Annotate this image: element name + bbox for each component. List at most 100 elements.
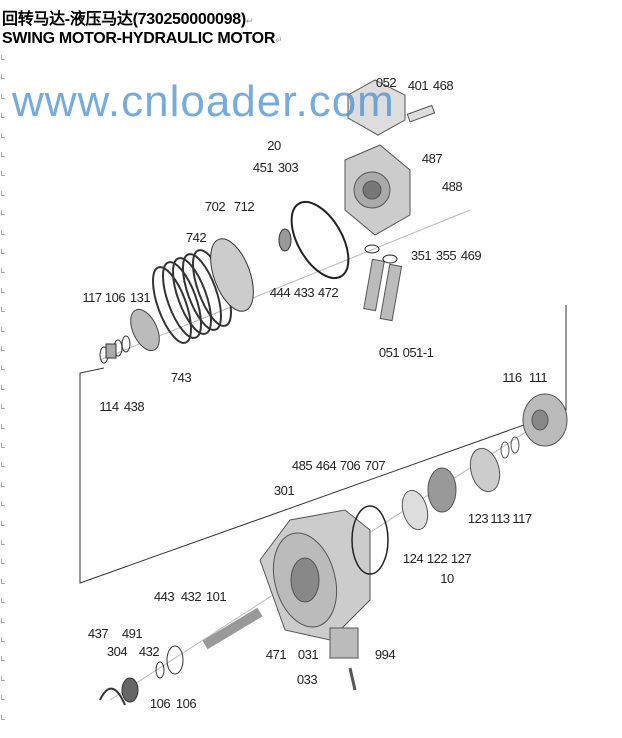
watermark: www.cnloader.com — [12, 77, 395, 126]
paragraph-mark — [1, 656, 5, 662]
paragraph-mark: ↵ — [245, 16, 254, 26]
paragraph-mark — [1, 249, 5, 254]
relief-valves-051 — [363, 244, 403, 322]
small-rings — [99, 335, 131, 364]
part-label: 124 — [402, 551, 424, 566]
paragraph-mark — [1, 462, 5, 468]
part-label: 444 — [269, 285, 291, 300]
paragraph-mark — [1, 675, 5, 681]
valve-block-052 — [347, 79, 436, 136]
part-label: 351 — [410, 248, 432, 263]
part-label: 106 — [104, 290, 126, 305]
bearing-444 — [278, 228, 292, 252]
paragraph-mark — [1, 287, 5, 293]
part-label: 433 — [293, 285, 315, 300]
part-label: 116 — [502, 370, 522, 385]
plate-131 — [130, 308, 160, 352]
part-label: 438 — [123, 399, 145, 414]
part-label: 114 — [99, 399, 119, 414]
part-label: 131 — [129, 290, 151, 305]
part-label: 111 — [528, 370, 548, 385]
part-label: 469 — [460, 248, 482, 263]
part-label: 303 — [277, 160, 299, 175]
paragraph-mark — [1, 404, 5, 410]
paragraph-mark — [1, 326, 5, 332]
retainer-parts — [401, 436, 520, 531]
part-label: 451 — [252, 160, 274, 175]
paragraph-mark — [1, 93, 5, 99]
part-label: 033 — [296, 672, 318, 687]
part-label: 106 — [149, 696, 171, 711]
o-ring-472 — [290, 201, 350, 279]
part-label: 707 — [364, 458, 386, 473]
title-chinese: 回转马达-液压马达(730250000098)↵ — [2, 11, 254, 28]
part-label: 401 — [407, 78, 429, 93]
part-label: 468 — [432, 78, 454, 93]
paragraph-mark — [1, 229, 5, 235]
paragraph-mark: ↵ — [275, 35, 283, 45]
part-label: 472 — [317, 285, 339, 300]
part-label: 117 — [512, 511, 532, 526]
paragraph-mark — [1, 501, 5, 507]
paragraph-mark — [1, 384, 5, 390]
paragraph-mark — [1, 443, 5, 448]
group-frame-line — [79, 305, 567, 584]
paragraph-mark — [1, 423, 5, 429]
paragraph-mark — [1, 346, 5, 351]
paragraph-mark — [1, 559, 5, 565]
paragraph-mark — [1, 152, 5, 157]
paragraph-mark — [1, 617, 5, 623]
paragraph-mark — [1, 268, 5, 274]
part-label: 051-1 — [402, 345, 434, 360]
paragraph-mark — [1, 578, 5, 584]
part-label: 031 — [297, 647, 319, 662]
part-label: 355 — [435, 248, 457, 263]
part-label: 994 — [374, 647, 396, 662]
housing-301 — [259, 505, 389, 641]
title-english: SWING MOTOR-HYDRAULIC MOTOR↵ — [2, 30, 283, 47]
part-label: 113 — [490, 511, 510, 526]
part-label: 20 — [267, 138, 281, 153]
shaft-rings — [99, 645, 184, 706]
part-label: 432 — [180, 589, 202, 604]
part-label: 304 — [106, 644, 128, 659]
part-label: 123 — [467, 511, 489, 526]
paragraph-mark — [1, 74, 5, 80]
part-label: 491 — [121, 626, 143, 641]
paragraph-mark — [1, 307, 5, 313]
paragraph-mark — [1, 132, 5, 138]
part-label: 488 — [441, 179, 463, 194]
part-label: 702 — [204, 199, 226, 214]
paragraph-mark — [1, 598, 5, 604]
bolt-033 — [348, 667, 357, 691]
part-label: 052 — [375, 75, 397, 90]
cover-303 — [344, 144, 411, 236]
part-label: 464 — [315, 458, 337, 473]
paragraph-mark — [1, 171, 5, 177]
paragraph-mark — [1, 113, 5, 119]
cylinder-block-111 — [522, 393, 568, 447]
part-label: 487 — [421, 151, 443, 166]
paragraph-mark — [1, 55, 5, 60]
paragraph-mark — [1, 210, 5, 216]
paragraph-mark — [1, 637, 5, 642]
part-label: 127 — [450, 551, 472, 566]
part-label: 106 — [175, 696, 197, 711]
shaft-101 — [202, 607, 263, 650]
part-label: 122 — [426, 551, 448, 566]
part-label: 051 — [378, 345, 400, 360]
friction-plates — [152, 238, 254, 344]
paragraph-mark — [1, 365, 5, 371]
paragraph-mark — [1, 481, 5, 487]
part-label: 443 — [153, 589, 175, 604]
paragraph-mark — [1, 714, 5, 720]
part-label: 485 — [291, 458, 313, 473]
part-label: 706 — [339, 458, 361, 473]
paragraph-mark — [1, 540, 5, 545]
part-label: 712 — [233, 199, 255, 214]
part-label: 10 — [440, 571, 454, 586]
block-031 — [329, 627, 359, 659]
part-label: 742 — [185, 230, 207, 245]
part-label: 301 — [273, 483, 295, 498]
